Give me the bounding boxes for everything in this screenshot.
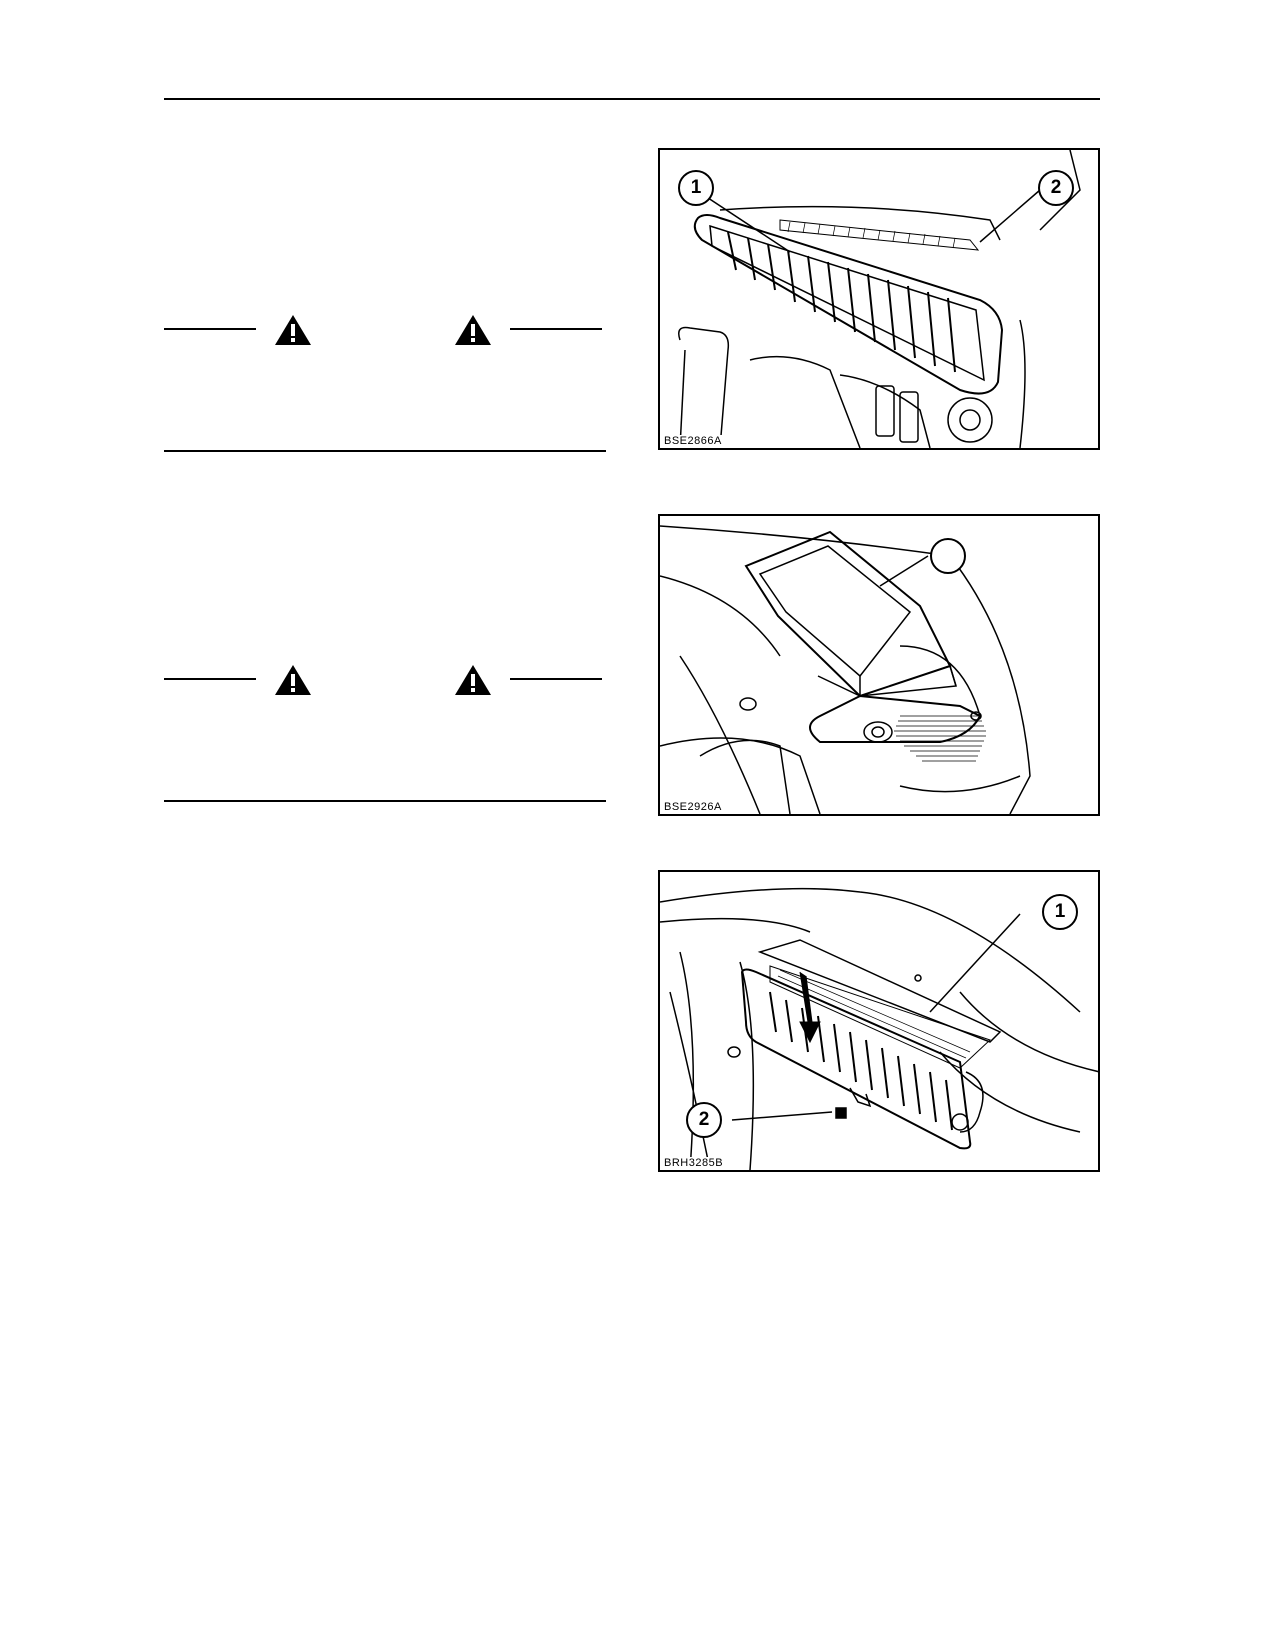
header-rule [164, 98, 1100, 100]
figure-code: BSE2866A [662, 435, 724, 448]
figure-1: 1 2 BSE2866A [658, 148, 1100, 450]
warning-bar-2 [164, 664, 604, 695]
warning-rule-right [510, 678, 602, 680]
warning-end-rule-2 [164, 800, 606, 802]
figure-code: BSE2926A [662, 801, 724, 814]
figure-2-illustration [660, 525, 1031, 814]
callout-1 [930, 538, 966, 574]
warning-bar-1 [164, 314, 604, 345]
figure-3-illustration [660, 887, 1098, 1170]
callout-1: 1 [1042, 894, 1078, 930]
figure-code: BRH3285B [662, 1157, 726, 1170]
warning-triangle-icon [455, 315, 491, 345]
figure-3: 1 2 BRH3285B [658, 870, 1100, 1172]
callout-2: 2 [686, 1102, 722, 1138]
figure-2: BSE2926A [658, 514, 1100, 816]
warning-triangle-icon [455, 665, 491, 695]
callout-1: 1 [678, 170, 714, 206]
figure-1-illustration [678, 150, 1081, 448]
callout-2: 2 [1038, 170, 1074, 206]
warning-triangle-icon [275, 315, 311, 345]
warning-triangle-icon [275, 665, 311, 695]
warning-rule-left [164, 328, 256, 330]
warning-rule-left [164, 678, 256, 680]
warning-end-rule-1 [164, 450, 606, 452]
warning-rule-right [510, 328, 602, 330]
